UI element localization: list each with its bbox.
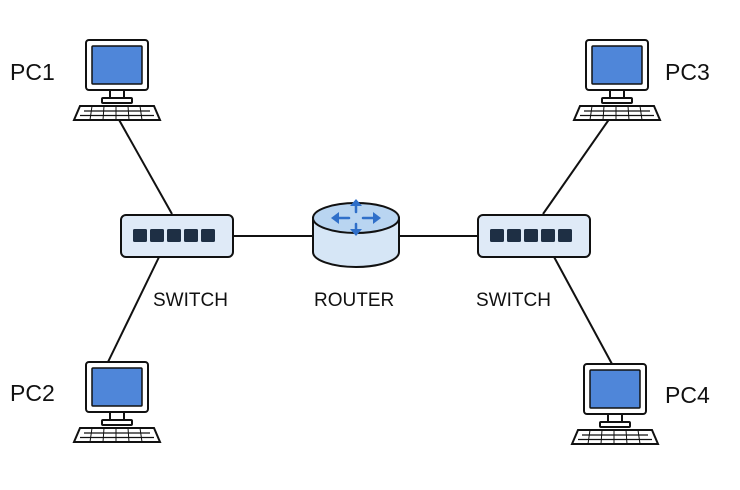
link-pc1-switch-left <box>117 117 173 215</box>
switch-right-node: SWITCH <box>476 214 591 311</box>
pc2-label: PC2 <box>10 380 55 406</box>
pc1-label: PC1 <box>10 59 55 85</box>
pc3-label: PC3 <box>665 59 710 85</box>
link-switch-right-pc4 <box>552 254 613 365</box>
network-switch-icon <box>120 214 234 258</box>
pc2-node: PC2 <box>10 361 161 443</box>
router-icon <box>312 199 400 268</box>
switch-right-label: SWITCH <box>476 290 551 311</box>
link-pc3-switch-right <box>542 117 611 215</box>
pc1-node: PC1 <box>10 39 161 121</box>
desktop-computer-icon <box>571 363 659 445</box>
desktop-computer-icon <box>73 361 161 443</box>
pc4-label: PC4 <box>665 382 710 408</box>
pc4-node: PC4 <box>571 363 710 445</box>
link-switch-left-pc2 <box>107 254 161 363</box>
desktop-computer-icon <box>73 39 161 121</box>
router-node: ROUTER <box>312 199 400 311</box>
links <box>107 117 613 365</box>
pc3-node: PC3 <box>573 39 710 121</box>
desktop-computer-icon <box>573 39 661 121</box>
switch-left-node: SWITCH <box>120 214 234 311</box>
switch-left-label: SWITCH <box>153 290 228 311</box>
network-switch-icon <box>477 214 591 258</box>
router-label: ROUTER <box>314 290 394 311</box>
